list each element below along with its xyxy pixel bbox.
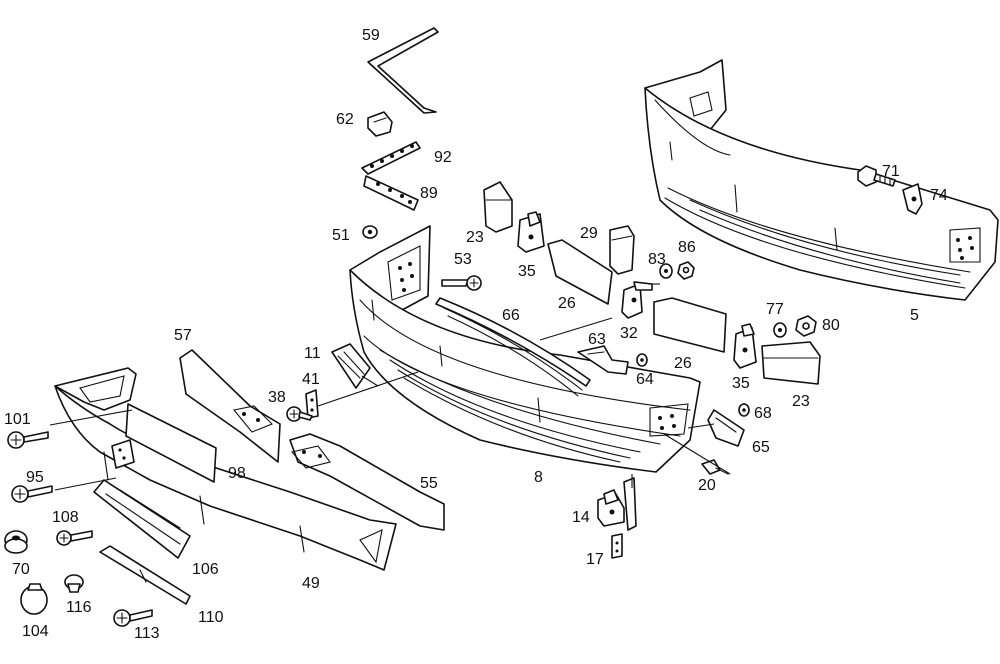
clip-74 (902, 183, 923, 215)
plate-98 (125, 403, 217, 483)
washer-77 (773, 322, 787, 338)
callout-32: 32 (620, 325, 638, 342)
callout-70: 70 (12, 561, 30, 578)
screw-113 (113, 609, 153, 627)
callout-38: 38 (268, 389, 286, 406)
callout-110: 110 (198, 609, 224, 626)
callout-51: 51 (332, 227, 350, 244)
washer-83 (659, 263, 673, 279)
callout-80: 80 (822, 317, 840, 334)
grille-11 (331, 343, 371, 389)
callout-53: 53 (454, 251, 472, 268)
bracket-mount (111, 439, 135, 469)
callout-71: 71 (882, 163, 900, 180)
bracket-63 (577, 345, 629, 375)
callout-20: 20 (698, 477, 716, 494)
callout-26: 26 (558, 295, 576, 312)
callout-77: 77 (766, 301, 784, 318)
callout-41: 41 (302, 371, 320, 388)
bracket-35-lower (733, 323, 757, 369)
callout-23: 23 (792, 393, 810, 410)
trim-110 (99, 545, 191, 605)
clip-62 (367, 111, 393, 137)
callouts: 59 62 92 89 51 23 35 29 83 86 53 26 32 6… (4, 27, 948, 642)
block-26-upper (547, 239, 613, 305)
rear-bumper (644, 59, 999, 301)
nut-86 (677, 261, 695, 280)
callout-35: 35 (518, 263, 536, 280)
molding-55 (289, 433, 445, 531)
callout-8: 8 (534, 469, 543, 486)
bracket-32 (621, 281, 653, 319)
front-bumper-main (349, 225, 701, 473)
bracket-14 (597, 477, 637, 531)
callout-92: 92 (434, 149, 452, 166)
strip-89 (363, 175, 419, 211)
callout-106: 106 (192, 561, 219, 578)
callout-66: 66 (502, 307, 520, 324)
plate-65 (707, 409, 745, 447)
callout-86: 86 (678, 239, 696, 256)
plate-41 (305, 389, 319, 419)
grille-66 (435, 297, 591, 397)
callout-116: 116 (66, 599, 92, 616)
callout-11: 11 (304, 345, 321, 362)
plug-70 (4, 530, 28, 554)
block-23-upper (483, 181, 513, 233)
callout-74: 74 (930, 187, 948, 204)
callout-17: 17 (586, 551, 604, 568)
callout-26: 26 (674, 355, 692, 372)
trim-59 (367, 27, 439, 114)
callout-59: 59 (362, 27, 380, 44)
callout-89: 89 (420, 185, 438, 202)
screw-38 (286, 406, 313, 422)
callout-101: 101 (4, 411, 31, 428)
callout-35: 35 (732, 375, 750, 392)
plate-17 (611, 533, 623, 559)
callout-49: 49 (302, 575, 320, 592)
bolt-71 (857, 165, 896, 187)
callout-29: 29 (580, 225, 598, 242)
grommet-51 (362, 225, 378, 239)
lower-bumper-49 (54, 367, 397, 571)
screw-108 (56, 530, 93, 546)
callout-108: 108 (52, 509, 79, 526)
screw-53 (441, 275, 482, 291)
block-29 (609, 225, 635, 275)
block-26-lower (653, 297, 727, 353)
callout-62: 62 (336, 111, 354, 128)
callout-64: 64 (636, 371, 654, 388)
bracket-35-upper (517, 211, 545, 253)
callout-83: 83 (648, 251, 666, 268)
callout-63: 63 (588, 331, 606, 348)
callout-14: 14 (572, 509, 590, 526)
screw-95 (11, 485, 53, 503)
callout-95: 95 (26, 469, 44, 486)
callout-65: 65 (752, 439, 770, 456)
callout-98: 98 (228, 465, 246, 482)
bolt-20 (701, 459, 729, 475)
bracket-57 (179, 349, 281, 463)
callout-55: 55 (420, 475, 438, 492)
washer-64 (636, 353, 648, 367)
callout-113: 113 (134, 625, 160, 642)
block-23-lower (761, 341, 821, 385)
cap-104 (20, 583, 48, 615)
strip-92 (361, 141, 421, 175)
holder-106 (93, 479, 191, 559)
callout-57: 57 (174, 327, 192, 344)
washer-68 (738, 403, 750, 417)
callout-104: 104 (22, 623, 49, 640)
callout-5: 5 (910, 307, 919, 324)
leader-lines (49, 283, 731, 491)
callout-68: 68 (754, 405, 772, 422)
plug-116 (64, 574, 84, 593)
screw-101 (7, 431, 49, 449)
callout-23: 23 (466, 229, 484, 246)
nut-80 (795, 315, 817, 337)
